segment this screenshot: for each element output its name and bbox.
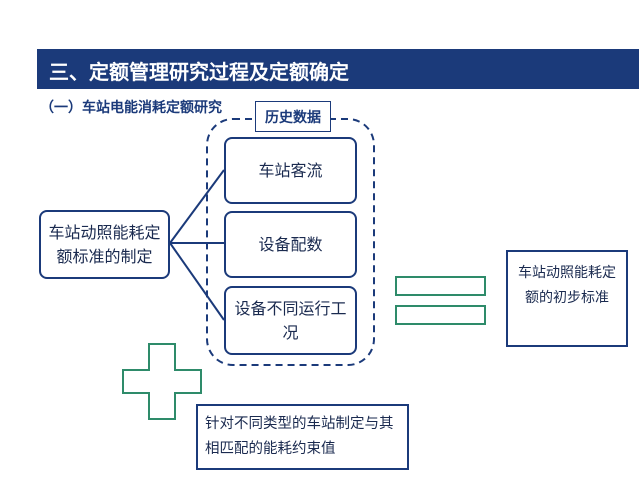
title-bar: 三、定额管理研究过程及定额确定 — [37, 49, 639, 89]
equals-sign-top — [395, 276, 486, 296]
plus-sign — [122, 343, 202, 420]
source-node: 车站动照能耗定额标准的制定 — [39, 210, 170, 279]
result-node: 车站动照能耗定额的初步标准 — [506, 250, 628, 347]
page-title: 三、定额管理研究过程及定额确定 — [49, 60, 349, 84]
constraint-node: 针对不同类型的车站制定与其相匹配的能耗约束值 — [196, 404, 409, 470]
connector-line — [169, 169, 225, 244]
section-subtitle: （一）车站电能消耗定额研究 — [40, 100, 222, 116]
equals-sign-bottom — [395, 305, 486, 325]
factor-passenger-flow: 车站客流 — [224, 137, 357, 204]
factor-operating-conditions: 设备不同运行工况 — [224, 286, 357, 355]
factor-equipment-count: 设备配数 — [224, 211, 357, 278]
history-data-label: 历史数据 — [255, 101, 331, 132]
connector-line — [169, 242, 225, 321]
